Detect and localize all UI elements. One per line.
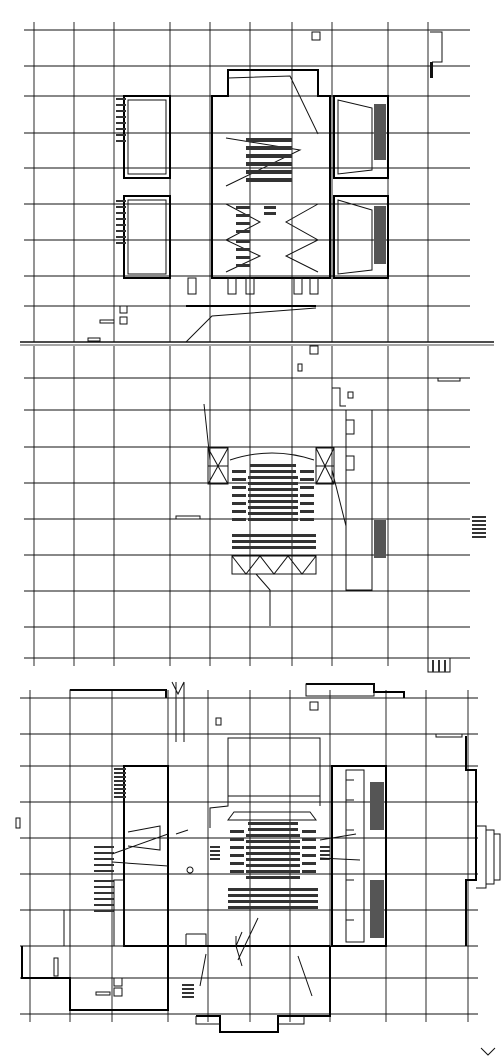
upper-right-wing	[333, 95, 389, 279]
middle-column-marker	[309, 345, 319, 355]
middle-floor-plan	[24, 345, 486, 673]
upper-right-fragment	[430, 31, 443, 63]
middle-right-block	[331, 387, 386, 591]
chevron-down-icon	[480, 1047, 496, 1056]
ground-auditorium	[111, 717, 361, 998]
middle-edge-stair	[427, 516, 486, 673]
upper-central-hall	[185, 69, 331, 343]
upper-grid	[24, 22, 470, 342]
upper-floor-plan	[20, 22, 494, 346]
middle-auditorium	[175, 403, 335, 626]
ground-column-marker	[309, 701, 319, 711]
ground-left-block	[53, 765, 169, 977]
middle-grid	[24, 346, 470, 666]
ground-floor-plan	[15, 681, 501, 1033]
ground-right-block	[331, 765, 387, 947]
ground-grid	[20, 690, 478, 1022]
upper-left-wing	[116, 95, 171, 279]
ground-right-entrance	[476, 825, 501, 889]
upper-column-marker	[311, 31, 321, 41]
